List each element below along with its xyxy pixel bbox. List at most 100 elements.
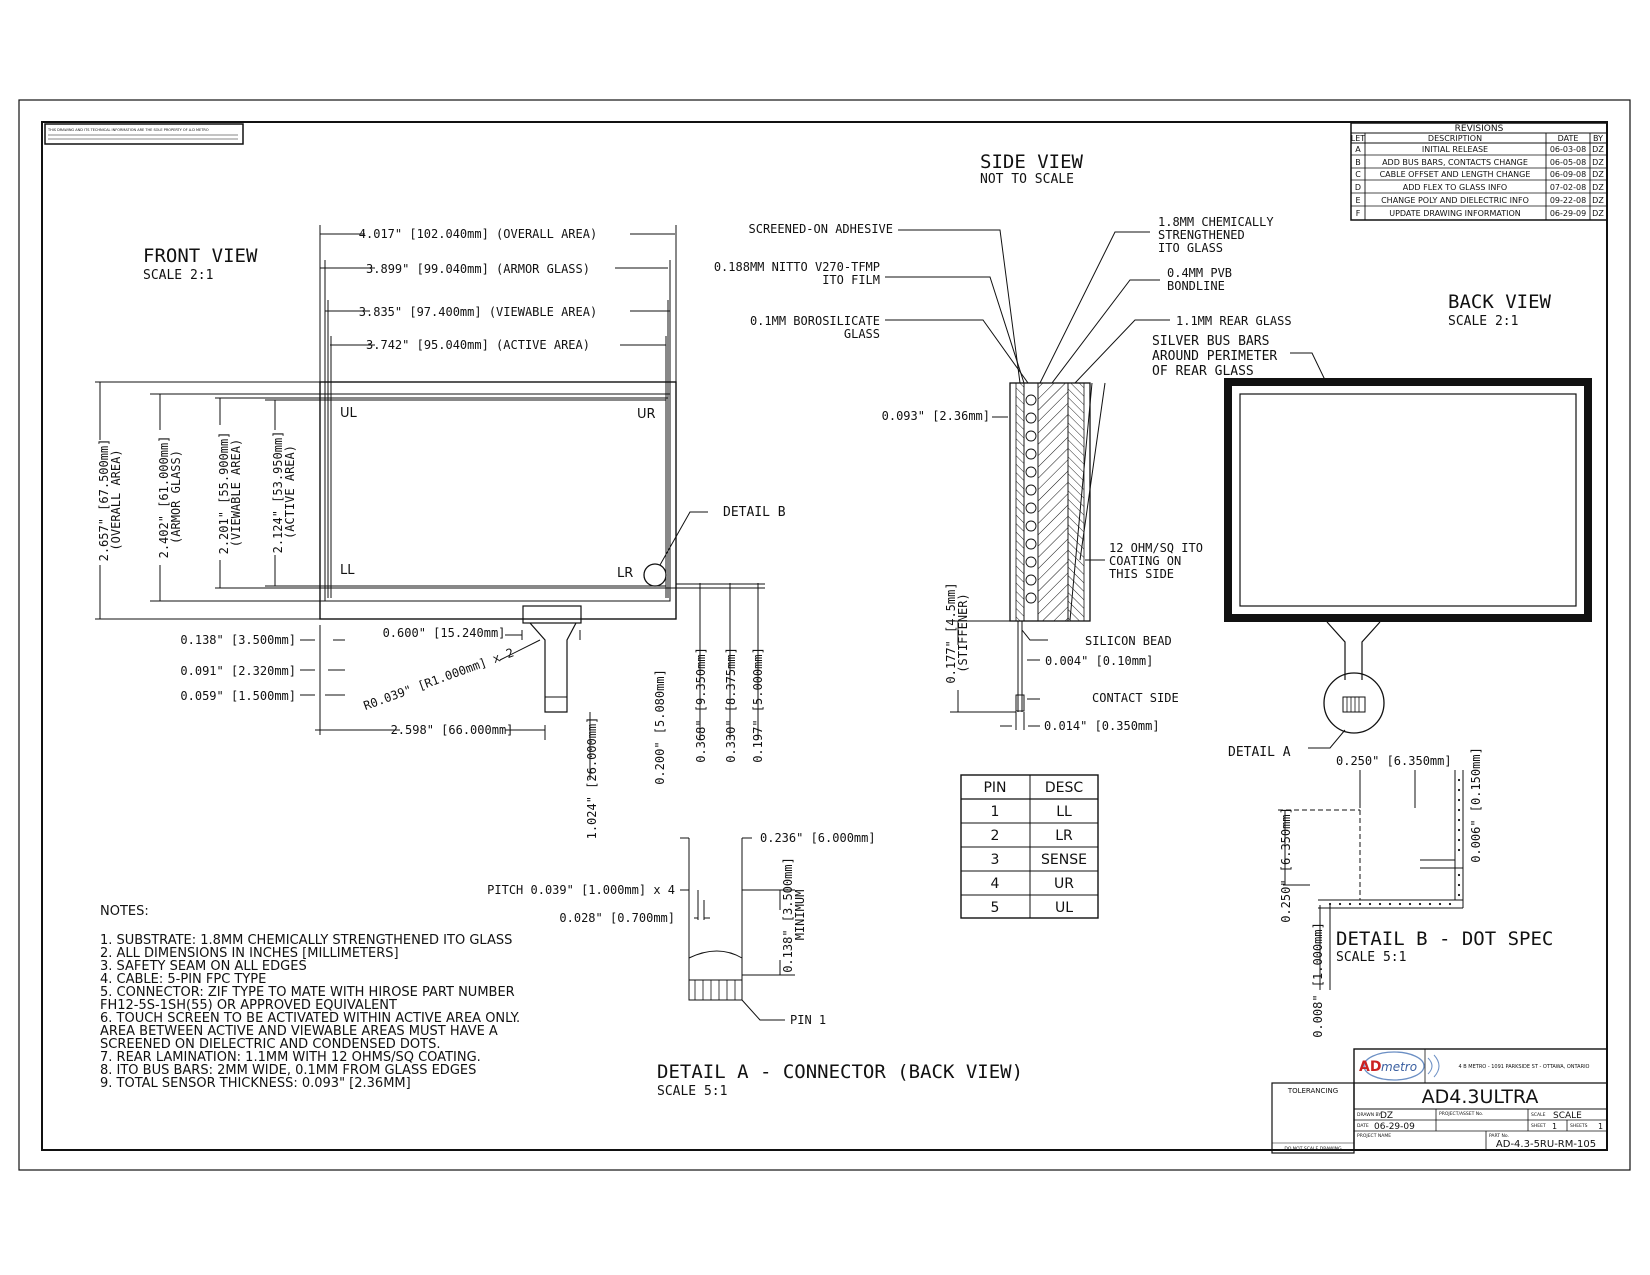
part-no-label: PART No. bbox=[1489, 1133, 1509, 1139]
note-line: 3. SAFETY SEAM ON ALL EDGES bbox=[100, 959, 307, 974]
label-pvb-2: BONDLINE bbox=[1167, 279, 1225, 293]
sheets-label: SHEETS bbox=[1570, 1123, 1588, 1129]
side-view-title: SIDE VIEW bbox=[980, 151, 1084, 173]
drawing-date: 06-29-09 bbox=[1374, 1122, 1415, 1132]
dim-0330: 0.330" [8.375mm] bbox=[724, 647, 738, 763]
overall-outline bbox=[319, 381, 677, 620]
detail-b-marker bbox=[643, 563, 667, 587]
rev-by: DZ bbox=[1592, 170, 1604, 179]
rev-desc: ADD FLEX TO GLASS INFO bbox=[1403, 183, 1507, 192]
label-silicon-bead: SILICON BEAD bbox=[1085, 634, 1172, 648]
dim-viewable-height: 2.201" [55.900mm] bbox=[217, 432, 231, 555]
label-bus-2: AROUND PERIMETER bbox=[1152, 349, 1277, 364]
revisions-table: REVISIONS LET DESCRIPTION DATE BY A INIT… bbox=[1350, 122, 1608, 221]
detail-a-callout: DETAIL A bbox=[1228, 745, 1291, 760]
dim-radius: R0.039" [R1.000mm] x 2 bbox=[362, 645, 516, 713]
rev-by: DZ bbox=[1592, 145, 1604, 154]
label-dim-004: 0.004" [0.10mm] bbox=[1045, 654, 1153, 668]
bus-bar-frame bbox=[1224, 378, 1592, 622]
detail-a-dim-138a: 0.138" [3.500mm] bbox=[781, 857, 795, 973]
back-glass-inner bbox=[1239, 393, 1577, 607]
armor-glass-outline bbox=[324, 393, 671, 602]
scale-label: SCALE bbox=[1531, 1112, 1546, 1118]
label-ito-coating-3: THIS SIDE bbox=[1109, 567, 1174, 581]
part-title: AD4.3ULTRA bbox=[1422, 1086, 1539, 1108]
dim-0197: 0.197" [5.000mm] bbox=[751, 647, 765, 763]
admetro-logo: AD metro bbox=[1359, 1051, 1440, 1081]
pin-desc: UL bbox=[1055, 900, 1073, 916]
label-pvb-1: 0.4MM PVB bbox=[1167, 266, 1232, 280]
rev-desc: CABLE OFFSET AND LENGTH CHANGE bbox=[1380, 170, 1531, 179]
rev-header-by: BY bbox=[1593, 134, 1603, 143]
rev-let: B bbox=[1355, 158, 1361, 167]
dim-overall-height-note: (OVERALL AREA) bbox=[109, 449, 123, 550]
front-view: FRONT VIEW SCALE 2:1 4.017" [102.040mm] … bbox=[95, 225, 786, 839]
detail-b-dim-250v: 0.250" [6.350mm] bbox=[1279, 807, 1293, 923]
dim-overall-width: 4.017" [102.040mm] (OVERALL AREA) bbox=[359, 227, 597, 241]
notes: NOTES: 1. SUBSTRATE: 1.8MM CHEMICALLY ST… bbox=[100, 904, 520, 1091]
viewable-outline bbox=[327, 397, 669, 589]
rev-by: DZ bbox=[1592, 158, 1604, 167]
detail-b-dim-250h: 0.250" [6.350mm] bbox=[1336, 754, 1452, 768]
project-label: PROJECT/ASSET No. bbox=[1439, 1111, 1483, 1117]
rev-desc: INITIAL RELEASE bbox=[1422, 145, 1488, 154]
rev-desc: ADD BUS BARS, CONTACTS CHANGE bbox=[1382, 158, 1528, 167]
logo-metro: metro bbox=[1381, 1060, 1417, 1074]
front-view-title: FRONT VIEW bbox=[143, 245, 258, 267]
title-block: TOLERANCING DO NOT SCALE DRAWING AD metr… bbox=[1271, 1048, 1608, 1154]
rev-date: 06-05-08 bbox=[1550, 158, 1586, 167]
rev-date: 06-03-08 bbox=[1550, 145, 1586, 154]
confidential-note: THIS DRAWING AND ITS TECHNICAL INFORMATI… bbox=[47, 128, 209, 132]
label-bus-1: SILVER BUS BARS bbox=[1152, 334, 1269, 349]
part-number: AD-4.3-5RU-RM-105 bbox=[1496, 1139, 1596, 1150]
rev-header-date: DATE bbox=[1558, 134, 1579, 143]
pin-header: PIN bbox=[983, 780, 1006, 796]
rear-glass-layer bbox=[1067, 382, 1085, 622]
detail-a-dim-028: 0.028" [0.700mm] bbox=[559, 911, 675, 925]
pvb-layer bbox=[1037, 382, 1069, 622]
dim-0368: 0.368" [9.350mm] bbox=[694, 647, 708, 763]
scale-value: SCALE bbox=[1553, 1111, 1582, 1121]
dim-overall-height: 2.657" [67.500mm] bbox=[97, 439, 111, 562]
notes-title: NOTES: bbox=[100, 904, 149, 919]
dim-active-height: 2.124" [53.950mm] bbox=[271, 431, 285, 554]
detail-a-pitch: PITCH 0.039" [1.000mm] x 4 bbox=[487, 883, 675, 897]
label-ito-coating-2: COATING ON bbox=[1109, 554, 1181, 568]
rev-let: E bbox=[1355, 196, 1360, 205]
revisions-title: REVISIONS bbox=[1455, 124, 1504, 134]
rev-by: DZ bbox=[1592, 196, 1604, 205]
fpc-tail bbox=[522, 605, 591, 780]
confidential-box bbox=[44, 123, 244, 145]
dim-1024: 1.024" [26.000mm] bbox=[585, 717, 599, 840]
front-view-scale: SCALE 2:1 bbox=[143, 268, 213, 283]
tolerancing-label: TOLERANCING bbox=[1287, 1087, 1338, 1095]
rev-header-desc: DESCRIPTION bbox=[1428, 134, 1482, 143]
note-line: 6. TOUCH SCREEN TO BE ACTIVATED WITHIN A… bbox=[100, 1011, 520, 1026]
detail-b-dim-150: 0.006" [0.150mm] bbox=[1469, 747, 1483, 863]
dim-viewable-width: 3.835" [97.400mm] (VIEWABLE AREA) bbox=[359, 305, 597, 319]
rev-let: D bbox=[1355, 183, 1361, 192]
detail-a-pin1: PIN 1 bbox=[790, 1013, 826, 1027]
note-line: 9. TOTAL SENSOR THICKNESS: 0.093" [2.36M… bbox=[100, 1076, 411, 1091]
chem-glass-layer bbox=[1015, 382, 1025, 622]
detail-a-dim-236: 0.236" [6.000mm] bbox=[760, 831, 876, 845]
detail-a-scale: SCALE 5:1 bbox=[657, 1084, 727, 1099]
note-line: SCREENED ON DIELECTRIC AND CONDENSED DOT… bbox=[100, 1037, 441, 1052]
back-view-title: BACK VIEW bbox=[1448, 291, 1552, 313]
adhesive-dots bbox=[1025, 394, 1037, 604]
outer-border bbox=[18, 99, 1631, 1171]
back-view-scale: SCALE 2:1 bbox=[1448, 314, 1518, 329]
pin-desc: LR bbox=[1055, 828, 1073, 844]
rev-by: DZ bbox=[1592, 183, 1604, 192]
pin-number: 5 bbox=[991, 900, 1000, 916]
note-line: 5. CONNECTOR: ZIF TYPE TO MATE WITH HIRO… bbox=[100, 985, 515, 1000]
label-ito-film-1: 0.188MM NITTO V270-TFMP bbox=[714, 260, 880, 274]
corner-ur: UR bbox=[637, 407, 656, 422]
back-view: BACK VIEW SCALE 2:1 SILVER BUS BARS AROU… bbox=[1152, 291, 1592, 760]
note-line: 4. CABLE: 5-PIN FPC TYPE bbox=[100, 972, 266, 987]
project-name-label: PROJECT NAME bbox=[1357, 1133, 1391, 1139]
detail-a-title: DETAIL A - CONNECTOR (BACK VIEW) bbox=[657, 1061, 1023, 1083]
side-view: SIDE VIEW NOT TO SCALE SCREENED-ON ADHES… bbox=[714, 151, 1292, 733]
pin-number: 2 bbox=[991, 828, 1000, 844]
label-bus-3: OF REAR GLASS bbox=[1152, 364, 1254, 379]
